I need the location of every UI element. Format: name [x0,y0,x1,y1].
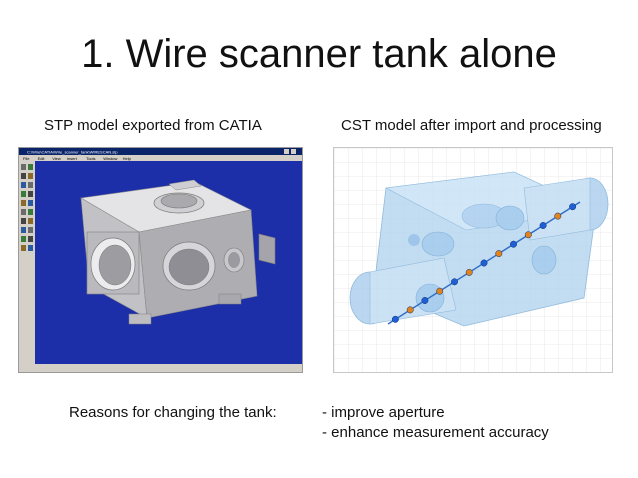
toolbar-tool-icon[interactable] [28,209,33,215]
wire-bead-orange [465,268,473,276]
toolbar-icons [21,164,33,251]
toolbar-tool-icon[interactable] [21,218,26,224]
wire-bead-orange [554,212,562,220]
wire-bead-orange [406,306,414,314]
toolbar-tool-icon[interactable] [21,200,26,206]
catia-screenshot: C:\Wire\CATIA\Wire_scanner_tank\WIRESCAN… [18,147,303,373]
wire-bead-blue [391,315,399,323]
toolbar-tool-icon[interactable] [21,245,26,251]
wire-bead-orange [524,231,532,239]
reasons-label: Reasons for changing the tank: [69,404,277,421]
window-titlebar [19,148,302,155]
tank-foot-right [218,293,242,305]
toolbar-tool-icon[interactable] [21,236,26,242]
cst-model-view [333,147,613,373]
toolbar-tool-icon[interactable] [21,182,26,188]
toolbar-tool-icon[interactable] [28,245,33,251]
status-bar [19,364,302,372]
bore-2 [495,205,525,231]
toolbar-tool-icon[interactable] [21,227,26,233]
cst-viewport [334,148,612,372]
window-title-text: C:\Wire\CATIA\Wire_scanner_tank\WIRESCAN… [27,150,118,155]
toolbar-tool-icon[interactable] [28,227,33,233]
wire-bead-blue [510,240,517,248]
toolbar-tool-icon[interactable] [28,173,33,179]
catia-window: C:\Wire\CATIA\Wire_scanner_tank\WIRESCAN… [19,148,302,372]
toolbar-tool-icon[interactable] [21,209,26,215]
toolbar-tool-icon[interactable] [28,191,33,197]
toolbar-tool-icon[interactable] [28,236,33,242]
menu-item-insert[interactable]: Insert [67,156,78,161]
small-bore [408,234,420,246]
menu-item-view[interactable]: View [52,156,61,161]
window-maximize-button[interactable] [284,149,289,154]
wire-bead-orange [436,287,444,295]
toolbar-tool-icon[interactable] [28,182,33,188]
toolbar-tool-icon[interactable] [21,164,26,170]
menu-bar [19,155,302,161]
side-flange-bore [228,252,240,268]
bore-1 [421,231,455,257]
menu-item-edit[interactable]: Edit [38,156,46,161]
wire-bead-blue [451,278,458,286]
right-figure-caption: CST model after import and processing [341,117,602,134]
tank-model-gray [80,179,276,325]
toolbar-tool-icon[interactable] [28,200,33,206]
tank-model-translucent [349,171,609,327]
wire-bead-blue [421,297,429,304]
right-port-bore [168,248,210,286]
wire-bead-orange [495,250,503,258]
wire-beads [391,203,577,323]
bore-3 [531,245,557,275]
menu-item-tools[interactable]: Tools [86,156,95,161]
menu-item-file[interactable]: File [23,156,30,161]
slide-title: 1. Wire scanner tank alone [81,32,557,76]
menu-items: File Edit View Insert Tools Window Help [23,156,132,161]
side-motor-mount [258,233,276,265]
left-figure-caption: STP model exported from CATIA [44,117,262,134]
tank-foot-left [128,313,152,325]
toolbar-tool-icon[interactable] [28,164,33,170]
reason-item: - improve aperture [322,404,445,421]
menu-item-help[interactable]: Help [123,156,132,161]
menu-item-window[interactable]: Window [103,156,117,161]
top-block [168,179,202,191]
wire-bead-blue [569,203,577,211]
wire-bead-blue [539,222,547,229]
toolbar-tool-icon[interactable] [21,191,26,197]
reason-item: - enhance measurement accuracy [322,424,549,441]
toolbar-tool-icon[interactable] [28,218,33,224]
left-port-bore [98,244,132,286]
toolbar-tool-icon[interactable] [21,173,26,179]
wire-bead-blue [480,259,488,267]
top-flange-bore [160,193,198,209]
window-close-button[interactable] [291,149,296,154]
